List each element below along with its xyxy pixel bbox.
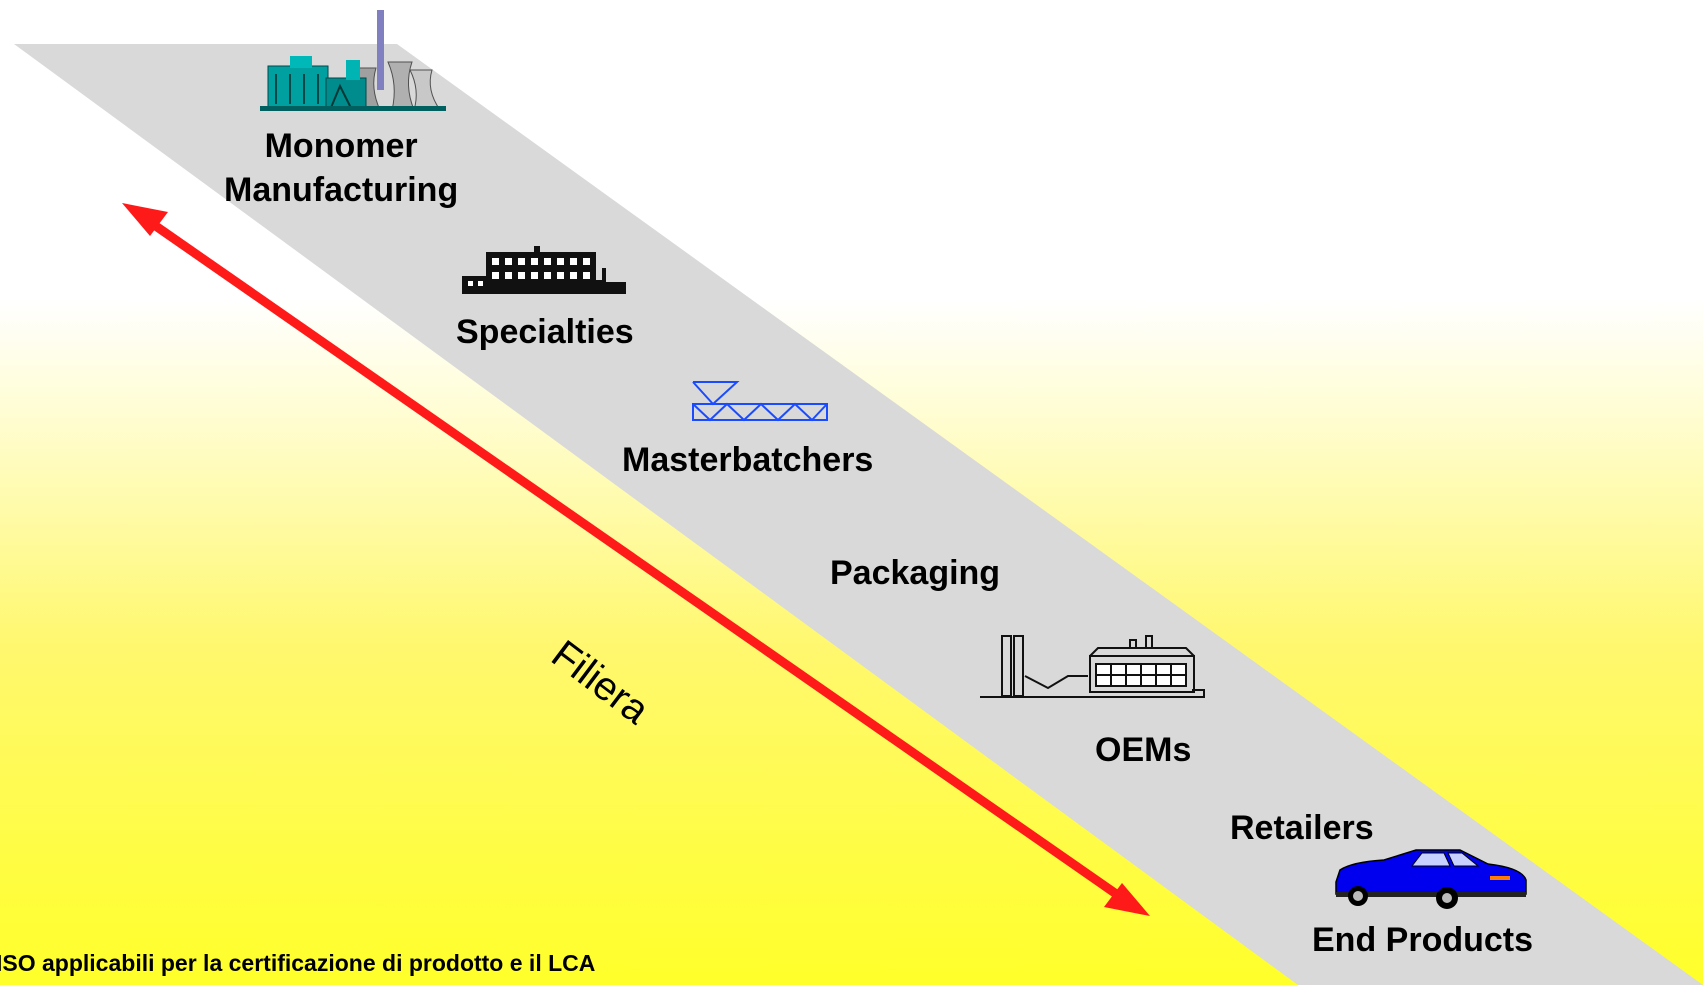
stage-label-monomer-manufacturing: Monomer Manufacturing [224,124,458,212]
power-plant-icon [260,10,446,111]
supply-chain-band [14,44,1703,985]
stage-label-retailers: Retailers [1230,809,1374,847]
stage-label-masterbatchers: Masterbatchers [622,441,874,479]
stage-label-line: Monomer [264,127,418,165]
stage-label-oems: OEMs [1095,731,1192,769]
factory-row-icon [462,246,626,294]
industrial-plant-icon [980,635,1205,698]
filiera-arrow [122,203,1150,916]
footnote-text: ISO applicabili per la certificazione di… [0,950,596,976]
stage-label-packaging: Packaging [830,554,1001,592]
stage-label-specialties: Specialties [456,313,634,351]
conveyor-icon [692,381,828,422]
car-icon [1335,849,1527,909]
stage-label-line: Manufacturing [224,171,459,209]
stage-label-end-products: End Products [1312,921,1534,959]
